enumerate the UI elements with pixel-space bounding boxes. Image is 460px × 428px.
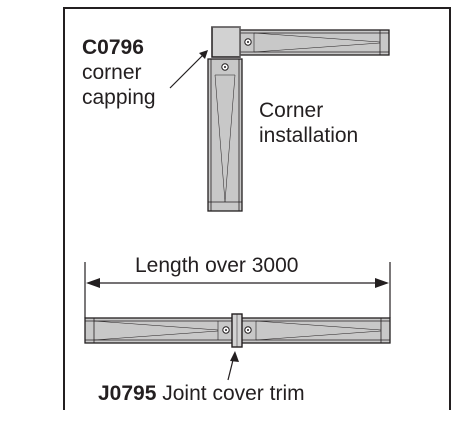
arrow-left-icon — [86, 278, 100, 288]
left-straight-trim — [84, 317, 234, 344]
vertical-trim — [207, 58, 243, 212]
capping-leader-line — [169, 51, 207, 89]
corner-capping-piece — [211, 26, 241, 58]
right-straight-trim — [240, 317, 391, 344]
corner-installation-label-line2: installation — [259, 124, 359, 147]
diagram-frame — [63, 7, 451, 410]
corner-capping-code: C0796 — [82, 36, 144, 59]
arrow-right-icon — [375, 278, 389, 288]
corner-capping-label-line1: corner — [82, 61, 142, 84]
joint-cover-text: Joint cover trim — [162, 382, 305, 405]
arrow-head-icon — [199, 50, 208, 59]
corner-capping-label-line2: capping — [82, 86, 156, 109]
joint-cover-piece — [231, 313, 243, 348]
arrow-head-icon — [230, 351, 239, 362]
corner-installation-label-line1: Corner — [259, 99, 324, 122]
horizontal-trim — [239, 29, 390, 56]
length-dimension-label: Length over 3000 — [135, 254, 299, 277]
joint-cover-label: J0795 Joint cover trim — [98, 382, 305, 406]
joint-cover-code: J0795 — [98, 382, 157, 405]
